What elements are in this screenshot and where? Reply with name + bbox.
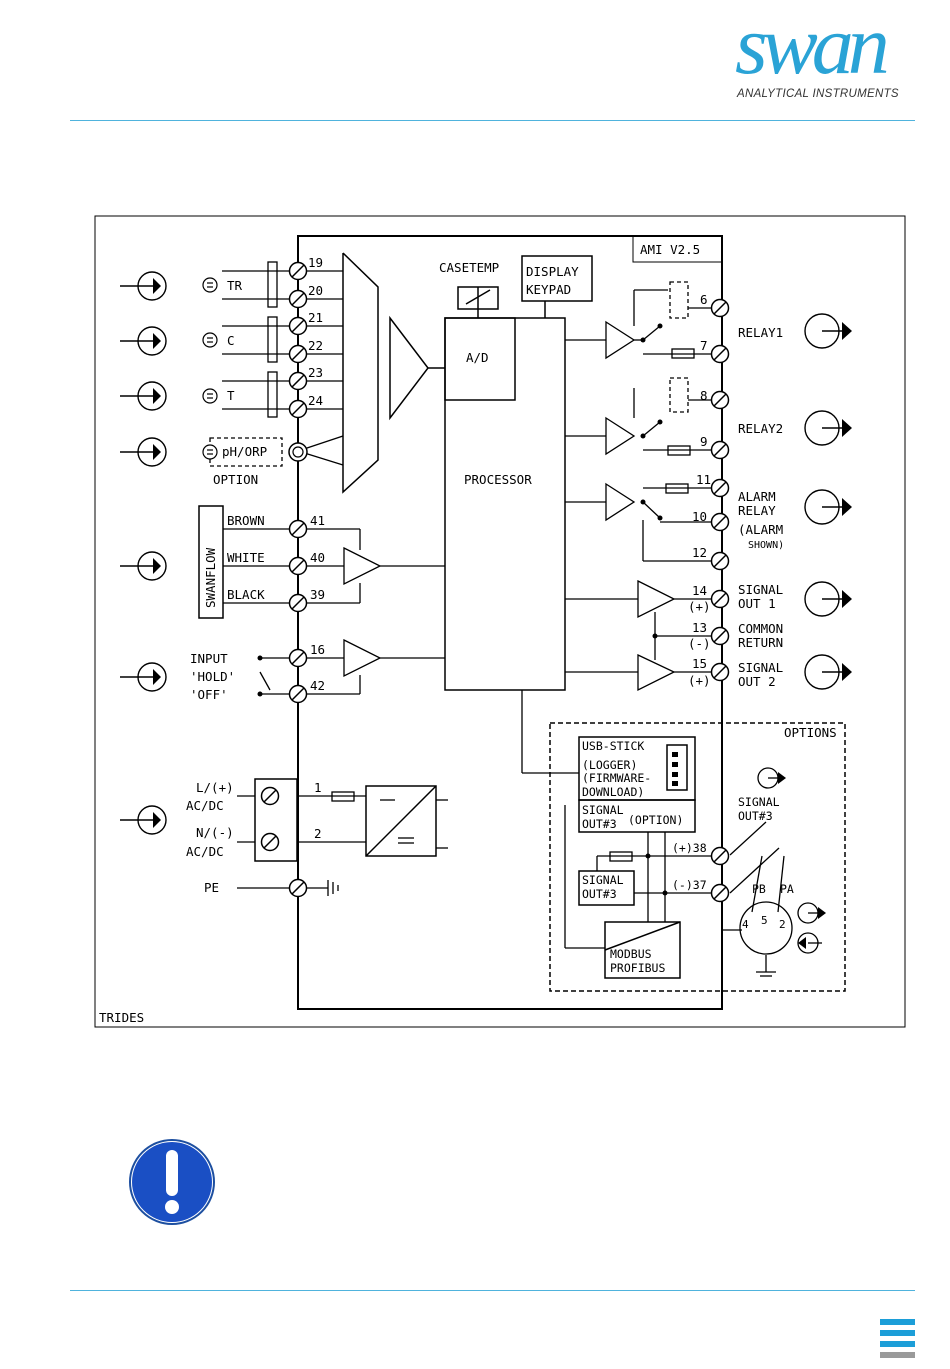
white-label: WHITE [227, 550, 265, 565]
option-label: OPTION [213, 472, 258, 487]
terminal-39: 39 [310, 587, 325, 602]
terminal-13-polarity: (-) [688, 636, 711, 651]
signal-out2-label-1: SIGNAL [738, 660, 783, 675]
terminal-2: 2 [314, 826, 322, 841]
firmware-label-1: (FIRMWARE- [582, 771, 651, 785]
terminal-23: 23 [308, 365, 323, 380]
terminal-13: 13 [692, 620, 707, 635]
input-hold-3: 'OFF' [190, 687, 228, 702]
casetemp-label: CASETEMP [439, 260, 499, 275]
swanflow-label: SWANFLOW [203, 547, 218, 608]
footer-rule [70, 1290, 915, 1291]
input-hold-2: 'HOLD' [190, 669, 235, 684]
firmware-label-2: DOWNLOAD) [582, 785, 644, 799]
signal-out3b-label-2: OUT#3 [582, 887, 617, 901]
alarm-label-3: (ALARM [738, 522, 783, 537]
brand-name: swan [735, 0, 890, 92]
brown-label: BROWN [227, 513, 265, 528]
input-tr-label: TR [227, 278, 243, 293]
alarm-label-2: RELAY [738, 503, 776, 518]
option-note: (OPTION) [628, 813, 683, 827]
pin-4-label: 4 [742, 918, 749, 931]
usb-stick-label: USB-STICK [582, 739, 644, 753]
swan-logo: swan ANALYTICAL INSTRUMENTS [735, 4, 925, 107]
input-t-label: T [227, 388, 235, 403]
common-return-label-2: RETURN [738, 635, 783, 650]
terminal-6: 6 [700, 292, 708, 307]
display-label: DISPLAY [526, 264, 579, 279]
terminal-19: 19 [308, 255, 323, 270]
terminal-22: 22 [308, 338, 323, 353]
terminal-7: 7 [700, 338, 708, 353]
pa-label: PA [780, 882, 794, 896]
power-l-label: L/(+) [196, 780, 234, 795]
diagram-footer-label: TRIDES [99, 1010, 144, 1025]
menu-bars-icon[interactable] [880, 1319, 915, 1359]
power-n-label: N/(-) [196, 825, 234, 840]
notice-exclamation-icon [129, 1139, 215, 1225]
options-title: OPTIONS [784, 725, 837, 740]
logger-label: (LOGGER) [582, 758, 637, 772]
profibus-label: PROFIBUS [610, 961, 665, 975]
terminal-9: 9 [700, 434, 708, 449]
signal-out3c-label-1: SIGNAL [738, 795, 780, 809]
input-c-label: C [227, 333, 235, 348]
brand-tagline: ANALYTICAL INSTRUMENTS [737, 88, 899, 100]
keypad-label: KEYPAD [526, 282, 571, 297]
relay2-label: RELAY2 [738, 421, 783, 436]
signal-out3b-label-1: SIGNAL [582, 873, 624, 887]
common-return-label-1: COMMON [738, 621, 783, 636]
terminal-14-polarity: (+) [688, 599, 711, 614]
terminal-10: 10 [692, 509, 707, 524]
header-rule [70, 120, 915, 121]
terminal-16: 16 [310, 642, 325, 657]
black-label: BLACK [227, 587, 265, 602]
relay1-label: RELAY1 [738, 325, 783, 340]
terminal-11: 11 [696, 472, 711, 487]
power-n-ac-label: AC/DC [186, 844, 224, 859]
input-ph-label: pH/ORP [222, 444, 267, 459]
terminal-15-polarity: (+) [688, 673, 711, 688]
terminal-12: 12 [692, 545, 707, 560]
ad-label: A/D [466, 350, 489, 365]
input-hold-1: INPUT [190, 651, 228, 666]
terminal-20: 20 [308, 283, 323, 298]
signal-out2-label-2: OUT 2 [738, 674, 776, 689]
signal-out1-label-2: OUT 1 [738, 596, 776, 611]
power-l-ac-label: AC/DC [186, 798, 224, 813]
terminal-15: 15 [692, 656, 707, 671]
signal-out1-label-1: SIGNAL [738, 582, 783, 597]
terminal-1: 1 [314, 780, 322, 795]
terminal-38: (+)38 [672, 841, 707, 855]
modbus-label: MODBUS [610, 947, 652, 961]
alarm-label-4: SHOWN) [748, 540, 784, 551]
pin-5-label: 5 [761, 914, 768, 927]
terminal-8: 8 [700, 388, 708, 403]
terminal-37: (-)37 [672, 878, 707, 892]
pin-2-label: 2 [779, 918, 786, 931]
signal-out3-label-2: OUT#3 [582, 817, 617, 831]
terminal-14: 14 [692, 583, 707, 598]
power-pe-label: PE [204, 880, 219, 895]
signal-out3-label-1: SIGNAL [582, 803, 624, 817]
model-label: AMI V2.5 [640, 242, 700, 257]
terminal-42: 42 [310, 678, 325, 693]
pb-label: PB [752, 882, 766, 896]
terminal-21: 21 [308, 310, 323, 325]
signal-out3c-label-2: OUT#3 [738, 809, 773, 823]
alarm-label-1: ALARM [738, 489, 776, 504]
processor-label: PROCESSOR [464, 472, 532, 487]
terminal-24: 24 [308, 393, 323, 408]
terminal-40: 40 [310, 550, 325, 565]
terminal-41: 41 [310, 513, 325, 528]
